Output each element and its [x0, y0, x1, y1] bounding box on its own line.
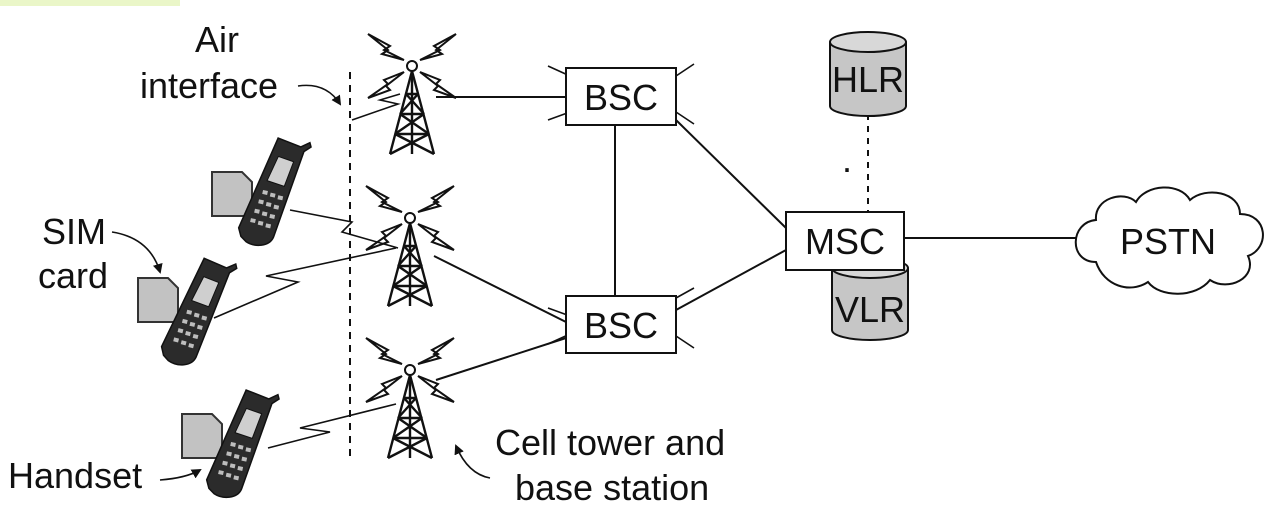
radio-link-phone3 [267, 403, 397, 449]
air-interface-label-line2: interface [140, 65, 278, 106]
msc-node: MSC [785, 211, 905, 271]
link-bsc2-msc [675, 249, 787, 311]
cell-tower-icon [364, 184, 456, 308]
bsc-top-label: BSC [584, 77, 658, 118]
hlr-database: HLR [829, 31, 907, 117]
msc-label: MSC [805, 221, 885, 262]
link-tower3-bsc2 [435, 337, 567, 381]
bsc-bottom-label: BSC [584, 305, 658, 346]
corner-mark [0, 0, 180, 6]
pstn-cloud: PSTN [1074, 186, 1264, 295]
handset-1 [211, 131, 313, 253]
sim-card-arrow [111, 231, 163, 274]
sim-card-label-line2: card [38, 255, 108, 296]
link-bsc1-msc [675, 119, 787, 229]
handset-label: Handset [8, 455, 142, 496]
handset-2 [137, 250, 239, 374]
radio-link-tower1 [351, 93, 401, 121]
air-interface-arrow [297, 84, 342, 106]
cell-tower-label-line1: Cell tower and [495, 422, 725, 463]
handset-3 [181, 383, 281, 505]
sim-card-label-line1: SIM [42, 211, 106, 252]
air-interface-label-line1: Air [195, 19, 239, 60]
bsc-bottom-node: BSC [565, 295, 677, 354]
hlr-label: HLR [832, 59, 904, 100]
bsc-tick-marks [547, 63, 695, 349]
cell-tower-icon [366, 32, 458, 156]
cloud-icon [1074, 186, 1264, 295]
handset-arrow [159, 469, 202, 481]
radio-link-phone2 [213, 247, 397, 319]
pstn-label: PSTN [1120, 221, 1216, 262]
vlr-label: VLR [835, 289, 905, 330]
sim-card-icon [137, 277, 179, 323]
cell-tower-arrow [454, 444, 491, 479]
bsc-top-node: BSC [565, 67, 677, 126]
radio-link-phone1 [289, 209, 399, 249]
sim-card-icon [181, 413, 223, 459]
link-tower2-bsc2 [433, 255, 567, 323]
cell-tower-label-line2: base station [515, 467, 709, 505]
cell-tower-icon [364, 336, 456, 460]
stray-dot: . [842, 139, 852, 180]
database-cylinder-icon [829, 31, 907, 117]
